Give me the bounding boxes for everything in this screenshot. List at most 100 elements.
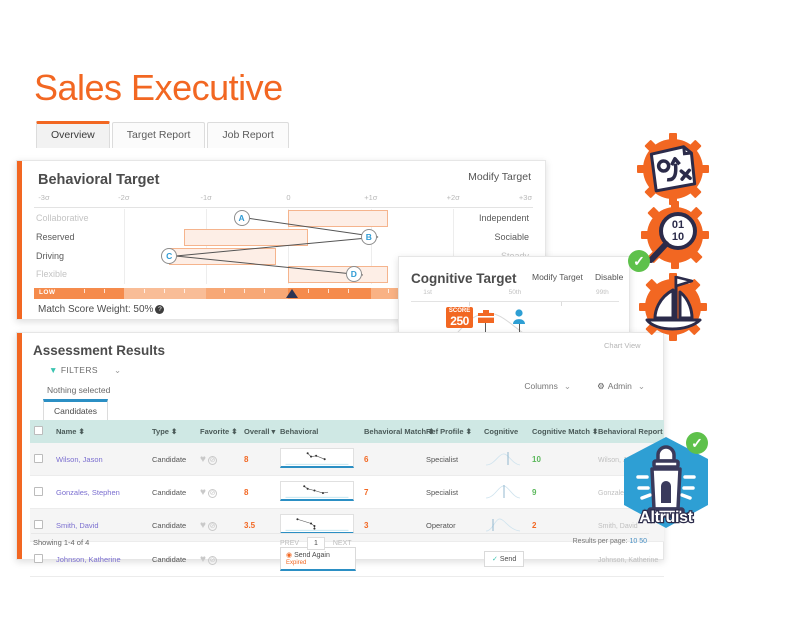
- favorite-cell[interactable]: ♥ ⊘: [196, 541, 240, 577]
- send-button[interactable]: ✓Send: [484, 551, 525, 567]
- table-header-row: Name ⬍ Type ⬍ Favorite ⬍ Overall ▾ Behav…: [30, 420, 664, 443]
- assessment-results-panel: Assessment Results ▼FILTERS⌄ Nothing sel…: [16, 332, 664, 577]
- cognitive-tick-1st: 1st: [423, 289, 432, 296]
- filters-button[interactable]: ▼FILTERS⌄: [49, 365, 122, 375]
- ref-profile: Specialist: [422, 443, 480, 476]
- behavioral-sparkline-cell[interactable]: [276, 508, 360, 542]
- cognitive-sparkline-cell[interactable]: [480, 475, 528, 509]
- chart-view-label[interactable]: Chart View: [604, 341, 641, 350]
- tab-job-report[interactable]: Job Report: [207, 122, 289, 148]
- behavioral-sparkline-cell[interactable]: [276, 475, 360, 509]
- heart-icon[interactable]: ♥: [200, 453, 206, 465]
- cognitive-sparkline-cell[interactable]: [480, 508, 528, 542]
- behavioral-weight-label: Match Score Weight: 50%?: [38, 304, 165, 315]
- tab-strip: Overview Target Report Job Report: [36, 121, 289, 148]
- help-icon[interactable]: ?: [155, 305, 165, 314]
- target-band-b[interactable]: [183, 229, 309, 246]
- columns-dropdown[interactable]: Columns⌄: [524, 381, 571, 391]
- select-all-header[interactable]: [30, 420, 52, 443]
- cognitive-match-score: 2: [532, 520, 537, 530]
- behavioral-sparkline: [280, 514, 354, 534]
- col-behavioral[interactable]: Behavioral: [276, 420, 360, 443]
- candidate-name-link[interactable]: Wilson, Jason: [56, 454, 103, 464]
- cognitive-axis: 1st 50th 99th: [411, 289, 619, 306]
- behavioral-report-link[interactable]: Wilson, Jason: [598, 456, 642, 464]
- col-name[interactable]: Name ⬍: [52, 420, 148, 443]
- subtab-candidates[interactable]: Candidates: [43, 399, 109, 421]
- table-row[interactable]: Wilson, Jason Candidate ♥ ⊘ 8 6 Speciali…: [30, 443, 664, 476]
- row-checkbox[interactable]: [34, 553, 43, 563]
- row-checkbox[interactable]: [34, 519, 43, 529]
- col-favorite[interactable]: Favorite ⬍: [196, 420, 240, 443]
- table-row[interactable]: Johnson, Katherine Candidate ♥ ⊘ ◉ Send …: [30, 541, 664, 577]
- send-again-button[interactable]: ◉ Send Again Expired: [280, 547, 356, 571]
- block-icon[interactable]: ⊘: [208, 555, 218, 565]
- cognitive-disable-link[interactable]: Disable: [595, 272, 624, 282]
- col-behavioral-report[interactable]: Behavioral Report: [594, 420, 664, 443]
- select-all-checkbox[interactable]: [34, 426, 43, 435]
- table-row[interactable]: Gonzales, Stephen Candidate ♥ ⊘ 8 7 Spec…: [30, 475, 664, 509]
- block-icon[interactable]: ⊘: [208, 521, 218, 531]
- behavioral-node-b[interactable]: B: [360, 229, 377, 245]
- accent-bar: [17, 333, 22, 559]
- rpp-50-option[interactable]: 50: [639, 538, 647, 545]
- candidate-name-link[interactable]: Johnson, Katherine: [56, 554, 121, 564]
- heart-icon[interactable]: ♥: [200, 486, 206, 498]
- rpp-10-option[interactable]: 10: [629, 538, 638, 545]
- row-checkbox[interactable]: [34, 486, 43, 496]
- nothing-selected-label: Nothing selected: [47, 385, 111, 395]
- row-label-independent: Independent: [478, 213, 529, 223]
- block-icon[interactable]: ⊘: [208, 488, 218, 498]
- behavioral-node-a[interactable]: A: [233, 210, 250, 226]
- col-type[interactable]: Type ⬍: [148, 420, 196, 443]
- favorite-cell[interactable]: ♥ ⊘: [196, 508, 240, 542]
- cognitive-sparkline-cell[interactable]: [480, 443, 528, 476]
- gridline-+2sigma: [453, 209, 455, 284]
- tab-overview[interactable]: Overview: [36, 121, 110, 148]
- cognitive-modify-target-link[interactable]: Modify Target: [532, 272, 583, 282]
- candidate-name-link[interactable]: Gonzales, Stephen: [56, 487, 120, 497]
- heart-icon[interactable]: ♥: [200, 553, 206, 565]
- admin-dropdown[interactable]: ⚙Admin⌄: [597, 381, 645, 391]
- behavioral-sparkline-cell[interactable]: [276, 443, 360, 476]
- col-cognitive-match[interactable]: Cognitive Match ⬍: [528, 420, 598, 443]
- page-number[interactable]: 1: [307, 537, 325, 550]
- candidate-name-link[interactable]: Smith, David: [56, 520, 99, 530]
- results-per-page: Results per page: 10 50: [572, 538, 647, 545]
- row-checkbox-cell[interactable]: [30, 443, 52, 476]
- col-cognitive[interactable]: Cognitive: [480, 420, 528, 443]
- strategy-badge-icon: [637, 133, 709, 205]
- block-icon[interactable]: ⊘: [208, 455, 218, 465]
- axis-tick--3sigma: -3σ: [38, 193, 50, 202]
- behavioral-connector-line: [34, 209, 533, 284]
- target-band-a[interactable]: [288, 210, 389, 227]
- col-overall[interactable]: Overall ▾: [240, 420, 276, 443]
- heart-icon[interactable]: ♥: [200, 519, 206, 531]
- row-checkbox-cell[interactable]: [30, 541, 52, 577]
- axis-tick--1sigma: -1σ: [200, 193, 212, 202]
- send-cell[interactable]: ✓Send: [480, 541, 528, 577]
- behavioral-modify-target-link[interactable]: Modify Target: [468, 171, 531, 183]
- candidate-type: Candidate: [148, 508, 196, 542]
- behavioral-node-d[interactable]: D: [345, 266, 362, 282]
- behavioral-node-c[interactable]: C: [161, 248, 178, 264]
- row-checkbox-cell[interactable]: [30, 475, 52, 509]
- col-behavioral-match[interactable]: Behavioral Match ⬍: [360, 420, 434, 443]
- behavioral-report-link[interactable]: Smith, David: [598, 522, 638, 530]
- send-again-cell[interactable]: ◉ Send Again Expired: [276, 541, 360, 577]
- next-page-button[interactable]: NEXT: [332, 540, 352, 547]
- row-label-reserved: Reserved: [36, 232, 75, 242]
- gridline-0: [288, 209, 290, 284]
- candidate-type: Candidate: [148, 443, 196, 476]
- behavioral-report-link[interactable]: Johnson, Katherine: [598, 556, 659, 564]
- col-ref-profile[interactable]: Ref Profile ⬍: [422, 420, 480, 443]
- tab-target-report[interactable]: Target Report: [111, 122, 206, 148]
- table-row[interactable]: Smith, David Candidate ♥ ⊘ 3.5 3 Operato…: [30, 508, 664, 542]
- prev-page-button[interactable]: PREV: [280, 540, 300, 547]
- favorite-cell[interactable]: ♥ ⊘: [196, 443, 240, 476]
- chevron-down-icon: ⌄: [113, 365, 122, 375]
- row-checkbox[interactable]: [34, 453, 43, 463]
- venturer-badge-icon: [639, 273, 707, 341]
- row-label-collaborative: Collaborative: [36, 213, 89, 223]
- favorite-cell[interactable]: ♥ ⊘: [196, 475, 240, 509]
